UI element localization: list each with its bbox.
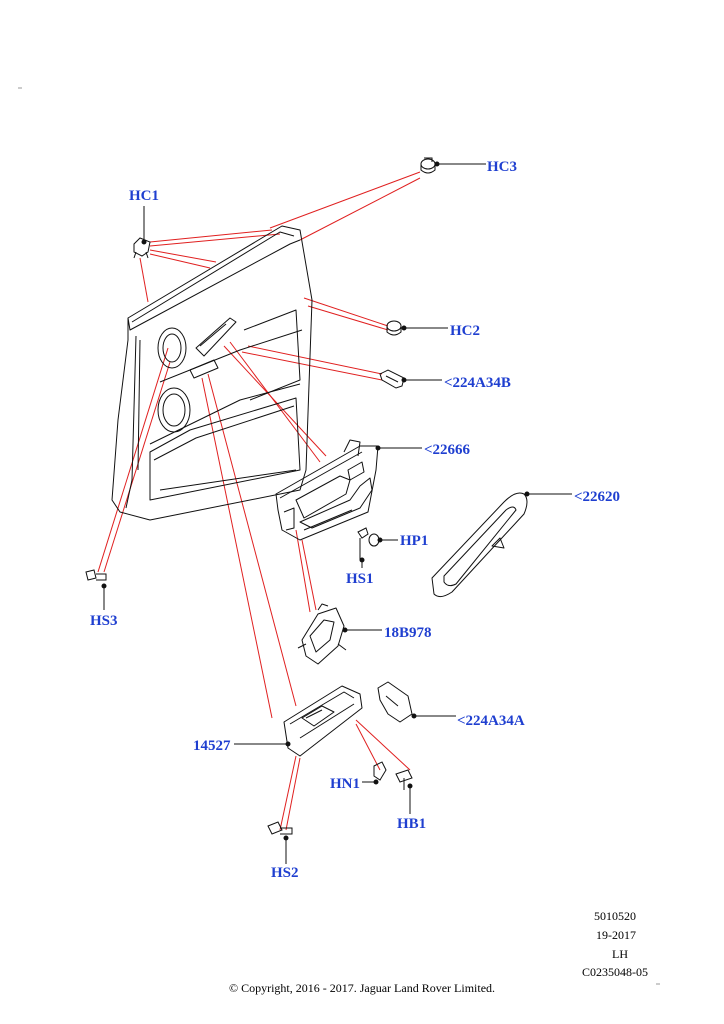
callout-hs2[interactable]: HS2 xyxy=(271,865,299,881)
fastener-hc2-part xyxy=(386,320,448,336)
switch-panel-14527-part xyxy=(234,685,363,757)
callout-18b978[interactable]: 18B978 xyxy=(384,625,432,641)
bezel-22620-part xyxy=(431,491,572,598)
screw-hs3-part xyxy=(85,569,107,610)
screw-hs2-part xyxy=(267,821,293,864)
bracket-18b978-part xyxy=(297,603,382,665)
callout-hc1[interactable]: HC1 xyxy=(129,188,159,204)
bracket-224a34b-part xyxy=(379,369,442,389)
side-label: LH xyxy=(612,947,628,961)
callout-14527[interactable]: 14527 xyxy=(193,738,231,754)
copyright-notice: © Copyright, 2016 - 2017. Jaguar Land Ro… xyxy=(228,981,496,995)
callout-hp1[interactable]: HP1 xyxy=(400,533,429,549)
date-range: 19-2017 xyxy=(596,928,636,942)
plug-hp1-part xyxy=(368,533,398,547)
callout-hb1[interactable]: HB1 xyxy=(397,816,427,832)
screw-hs1-part xyxy=(357,527,369,568)
callout-22620[interactable]: <22620 xyxy=(574,489,621,505)
callout-hc2[interactable]: HC2 xyxy=(450,323,480,339)
callout-224a34b[interactable]: <224A34B xyxy=(444,375,511,391)
clip-hc1-part xyxy=(133,237,151,259)
callout-hc3[interactable]: HC3 xyxy=(487,159,517,175)
callout-hn1[interactable]: HN1 xyxy=(330,776,360,792)
handle-housing-22666-part xyxy=(275,439,422,541)
callout-hs1[interactable]: HS1 xyxy=(346,571,374,587)
illustration-code: C0235048-05 xyxy=(582,965,648,979)
nut-hn1-part xyxy=(362,761,387,785)
fastener-hc3-part xyxy=(420,157,486,174)
red-leader-lines xyxy=(97,171,421,831)
callout-224a34a[interactable]: <224A34A xyxy=(457,713,525,729)
bracket-224a34a-part xyxy=(377,681,456,723)
callout-hs3[interactable]: HS3 xyxy=(90,613,118,629)
ref-number: 5010520 xyxy=(594,909,636,923)
door-trim-panel xyxy=(111,225,313,521)
callout-22666[interactable]: <22666 xyxy=(424,442,471,458)
bolt-hb1-part xyxy=(395,769,413,814)
